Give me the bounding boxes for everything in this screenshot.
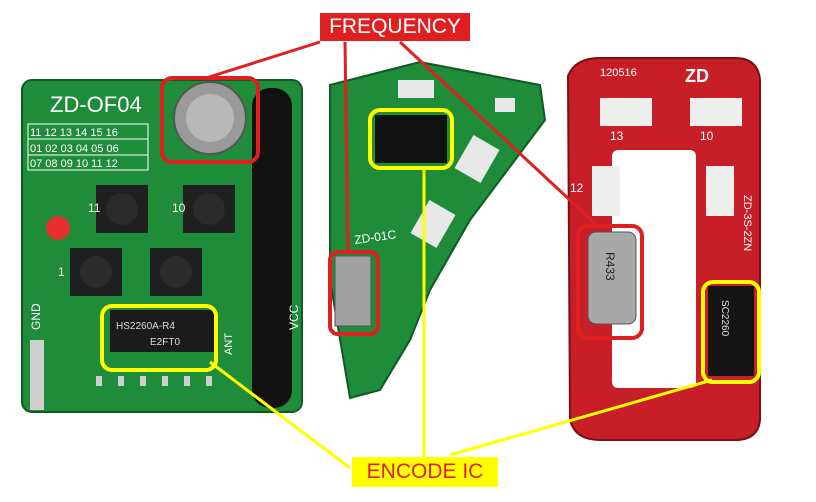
encode-highlight-box (100, 304, 218, 372)
button-label: 12 (570, 181, 584, 195)
pin-label-vcc: VCC (287, 304, 301, 330)
frequency-label: FREQUENCY (320, 13, 470, 41)
left-encode-chip (110, 310, 214, 352)
annotation-lines (205, 40, 713, 470)
button-label: 11 (88, 201, 101, 215)
dip-row-2: 01 02 03 04 05 06 (30, 143, 119, 155)
led (46, 216, 70, 240)
dip-row-1: 11 12 13 14 15 16 (30, 127, 118, 139)
middle-board-label: ZD-01C (353, 227, 397, 247)
middle-crystal (334, 255, 372, 327)
right-remote-board: 120516 ZD 13 10 12 R433 ZD-3S-2ZN SC2260 (566, 57, 761, 441)
encode-ic-label: ENCODE IC (352, 457, 498, 487)
frequency-highlight-box (160, 76, 260, 164)
chip-text: SC2260 (719, 300, 730, 337)
button-label: 10 (172, 201, 186, 215)
right-board-brand: ZD (685, 66, 709, 86)
dip-row-3: 07 08 09 10 11 12 (30, 158, 118, 170)
encode-highlight-box (368, 108, 454, 170)
right-encode-chip (708, 286, 754, 376)
frequency-highlight-box (576, 224, 644, 340)
right-side-text: ZD-3S-2ZN (741, 195, 753, 251)
button-label: 1 (58, 265, 65, 279)
pin-label-gnd: GND (29, 303, 43, 330)
crystal-marking: R433 (603, 252, 617, 281)
left-board-model: ZD-OF04 (50, 92, 142, 117)
button-label: 10 (700, 129, 714, 143)
button-label: 13 (610, 129, 624, 143)
middle-remote-board: ZD-01C (329, 60, 547, 400)
right-board-code: 120516 (600, 67, 637, 79)
annotation-boxes (100, 76, 761, 384)
antenna-wire (252, 88, 292, 408)
chip-text: HS2260A-R4 (116, 321, 175, 332)
tactile-buttons: 11 10 1 (58, 185, 235, 296)
frequency-highlight-box (328, 250, 380, 336)
dip-code-grid: 11 12 13 14 15 16 01 02 03 04 05 06 07 0… (27, 123, 149, 171)
middle-encode-chip (375, 115, 447, 163)
encode-highlight-box (701, 280, 761, 384)
pin-label-ant: ANT (223, 333, 235, 355)
right-crystal (587, 231, 637, 325)
chip-text: E2FT0 (150, 337, 180, 348)
